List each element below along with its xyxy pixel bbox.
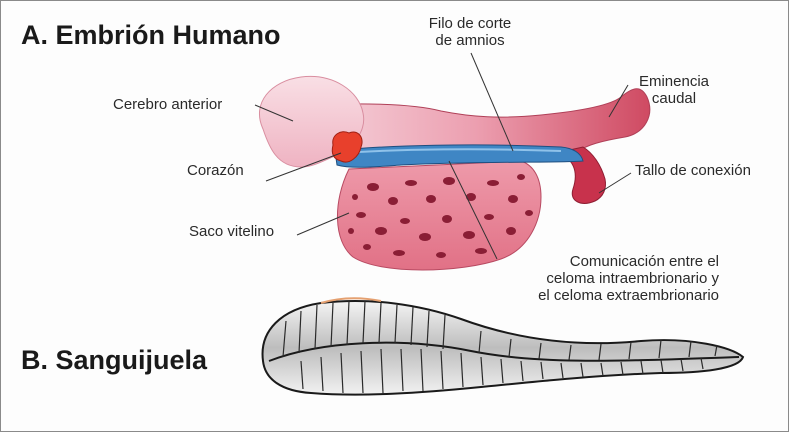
heading-human-embryo: A. Embrión Humano (21, 20, 281, 51)
label-connecting-stalk: Tallo de conexión (635, 162, 751, 179)
heading-leech: B. Sanguijuela (21, 345, 207, 376)
label-caudal-eminence: Eminencia caudal (629, 73, 719, 107)
leech (263, 298, 743, 394)
label-heart: Corazón (187, 162, 244, 179)
label-amnion-cut: Filo de corte de amnios (415, 15, 525, 49)
label-coelom-communication: Comunicación entre el celoma intraembrio… (497, 253, 719, 304)
label-forebrain: Cerebro anterior (113, 96, 222, 113)
label-yolk-sac: Saco vitelino (189, 223, 274, 240)
